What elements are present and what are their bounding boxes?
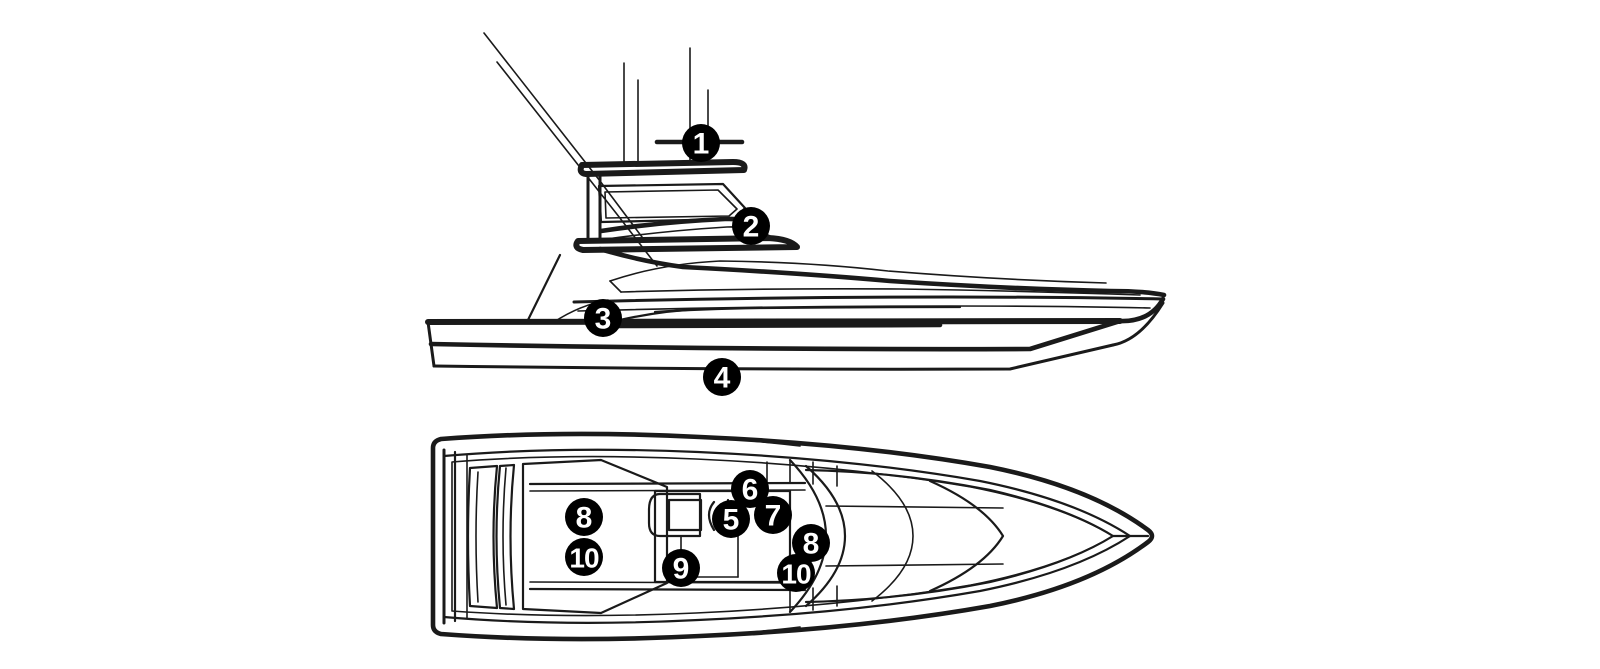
callout-circle bbox=[565, 538, 603, 576]
callout-badge-flybridge-overhang[interactable]: 2 bbox=[732, 207, 770, 245]
bridge-deck-edge bbox=[573, 235, 800, 253]
callout-circle bbox=[792, 524, 830, 562]
callout-label: 5 bbox=[723, 504, 740, 537]
callout-badge-mezzanine-hatch[interactable]: 9 bbox=[662, 549, 700, 587]
callout-badge-hull-chine-strake[interactable]: 4 bbox=[703, 358, 741, 396]
hull-outline bbox=[426, 296, 1166, 371]
callout-badge-cockpit-port-side[interactable]: 8 bbox=[565, 498, 603, 536]
callout-label: 9 bbox=[673, 553, 690, 586]
plan-transom-panels bbox=[466, 463, 516, 611]
plan-view-group bbox=[430, 431, 1155, 642]
tower-hardtop bbox=[577, 159, 748, 177]
outrigger-poles bbox=[483, 32, 658, 267]
callout-badge-helm-seat-stbd[interactable]: 7 bbox=[754, 496, 792, 534]
callout-label: 4 bbox=[714, 362, 731, 395]
callout-label: 1 bbox=[693, 128, 710, 161]
hull-rub-rail bbox=[597, 322, 943, 329]
plan-sheer-shadow bbox=[699, 436, 801, 637]
profile-view-group bbox=[425, 32, 1167, 371]
callout-circle bbox=[682, 124, 720, 162]
callout-circle bbox=[565, 498, 603, 536]
flybridge-enclosure bbox=[597, 182, 747, 224]
callout-badge-tower-antenna-crossbar[interactable]: 1 bbox=[682, 124, 720, 162]
callout-label: 7 bbox=[765, 500, 782, 533]
salon-house-top bbox=[597, 246, 1167, 298]
callout-circle bbox=[731, 470, 769, 508]
callout-circle bbox=[712, 500, 750, 538]
callout-label: 8 bbox=[803, 528, 820, 561]
callout-badge-helm-seat-port[interactable]: 5 bbox=[712, 500, 750, 538]
callout-badge-bridge-deck-sole[interactable]: 10 bbox=[777, 554, 815, 592]
callout-label: 2 bbox=[743, 211, 760, 244]
callout-circle bbox=[777, 554, 815, 592]
callout-circle bbox=[732, 207, 770, 245]
plan-deck-grid bbox=[766, 459, 838, 613]
callout-circle bbox=[754, 496, 792, 534]
callout-badge-bridge-deck-side[interactable]: 8 bbox=[792, 524, 830, 562]
callout-label: 8 bbox=[576, 502, 593, 535]
plan-transom bbox=[442, 448, 468, 625]
callout-badge-sheer-line-cockpit[interactable]: 3 bbox=[584, 299, 622, 337]
callout-label: 10 bbox=[569, 543, 599, 574]
callout-circle bbox=[584, 299, 622, 337]
callout-circle bbox=[703, 358, 741, 396]
callout-badge-helm-console[interactable]: 6 bbox=[731, 470, 769, 508]
callout-label: 3 bbox=[595, 303, 612, 336]
gunwale-top-edge bbox=[425, 318, 1123, 325]
callout-label: 6 bbox=[742, 474, 759, 507]
sheer-line bbox=[572, 295, 1165, 312]
callout-badge-cockpit-sole[interactable]: 10 bbox=[565, 538, 603, 576]
plan-helm-console bbox=[647, 492, 703, 538]
callout-circle bbox=[662, 549, 700, 587]
callout-label: 10 bbox=[781, 559, 811, 590]
